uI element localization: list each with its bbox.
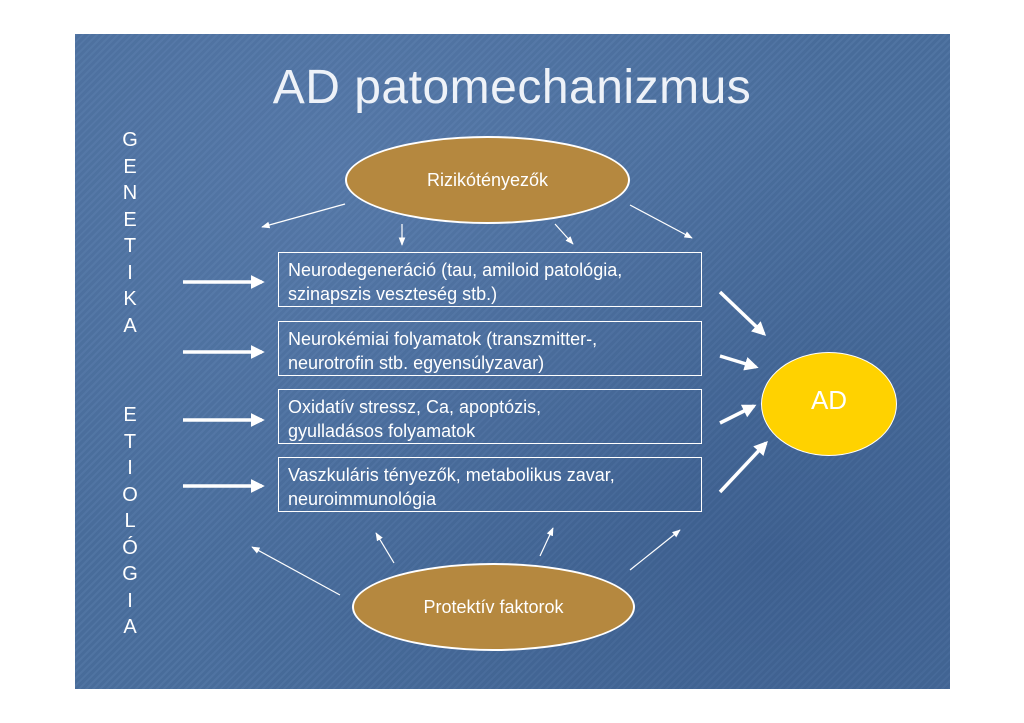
box-line: Neurodegeneráció (tau, amiloid patológia… <box>288 260 623 280</box>
output-arrow-2 <box>719 354 759 371</box>
box-line: szinapszis veszteség stb.) <box>288 284 498 304</box>
box-line: Neurokémiai folyamatok (transzmitter-, <box>288 329 598 349</box>
slide-title: AD patomechanizmus <box>272 61 752 114</box>
process-box-neurochemical: Neurokémiai folyamatok (transzmitter-, n… <box>278 321 702 376</box>
letter: L <box>124 510 136 532</box>
letter: O <box>122 483 138 506</box>
letter: N <box>122 182 138 204</box>
letter: E <box>123 404 137 426</box>
protective-arrow-right <box>629 529 681 571</box>
letter: Ó <box>122 536 138 559</box>
output-arrow-1 <box>718 290 767 336</box>
box-line: neurotrofin stb. egyensúlyzavar) <box>288 353 545 373</box>
protective-arrow-mid-right <box>539 527 554 557</box>
risk-factors-ellipse: Rizikótényezők <box>345 136 630 224</box>
ad-target-circle: AD <box>761 352 897 456</box>
letter: G <box>122 129 138 151</box>
output-arrow-4 <box>718 440 768 494</box>
box-line: Oxidatív stressz, Ca, apoptózis, <box>288 397 542 417</box>
box-line: gyulladásos folyamatok <box>288 421 476 441</box>
letter: E <box>123 208 137 231</box>
letter: G <box>122 563 138 585</box>
protective-arrow-left <box>251 546 341 596</box>
process-box-neurodegeneration: Neurodegeneráció (tau, amiloid patológia… <box>278 252 702 307</box>
protective-arrow-mid-left <box>375 532 395 564</box>
letter: K <box>123 288 137 310</box>
letter: A <box>123 616 137 638</box>
letter: I <box>127 261 133 284</box>
risk-arrow-center <box>554 223 574 245</box>
risk-arrow-right <box>629 204 693 239</box>
risk-arrow-left <box>261 203 346 229</box>
risk-factors-label: Rizikótényezők <box>426 169 549 190</box>
letter: T <box>123 235 137 257</box>
letter: I <box>127 457 133 479</box>
letter: T <box>123 430 137 453</box>
vertical-label-etiologia: E T I O L Ó G I A <box>116 402 144 641</box>
process-box-vascular: Vaszkuláris tényezők, metabolikus zavar,… <box>278 457 702 512</box>
ad-label: AD <box>810 385 848 415</box>
box-line: Vaszkuláris tényezők, metabolikus zavar, <box>288 465 615 485</box>
output-arrow-3 <box>719 404 757 425</box>
letter: I <box>127 589 133 612</box>
letter: A <box>123 314 137 337</box>
vertical-label-genetika: G E N E T I K A <box>116 127 144 339</box>
process-box-oxidative: Oxidatív stressz, Ca, apoptózis, gyullad… <box>278 389 702 444</box>
letter: E <box>123 155 137 178</box>
box-line: neuroimmunológia <box>288 489 437 509</box>
protective-factors-ellipse: Protektív faktorok <box>352 563 635 651</box>
protective-factors-label: Protektív faktorok <box>423 596 564 617</box>
